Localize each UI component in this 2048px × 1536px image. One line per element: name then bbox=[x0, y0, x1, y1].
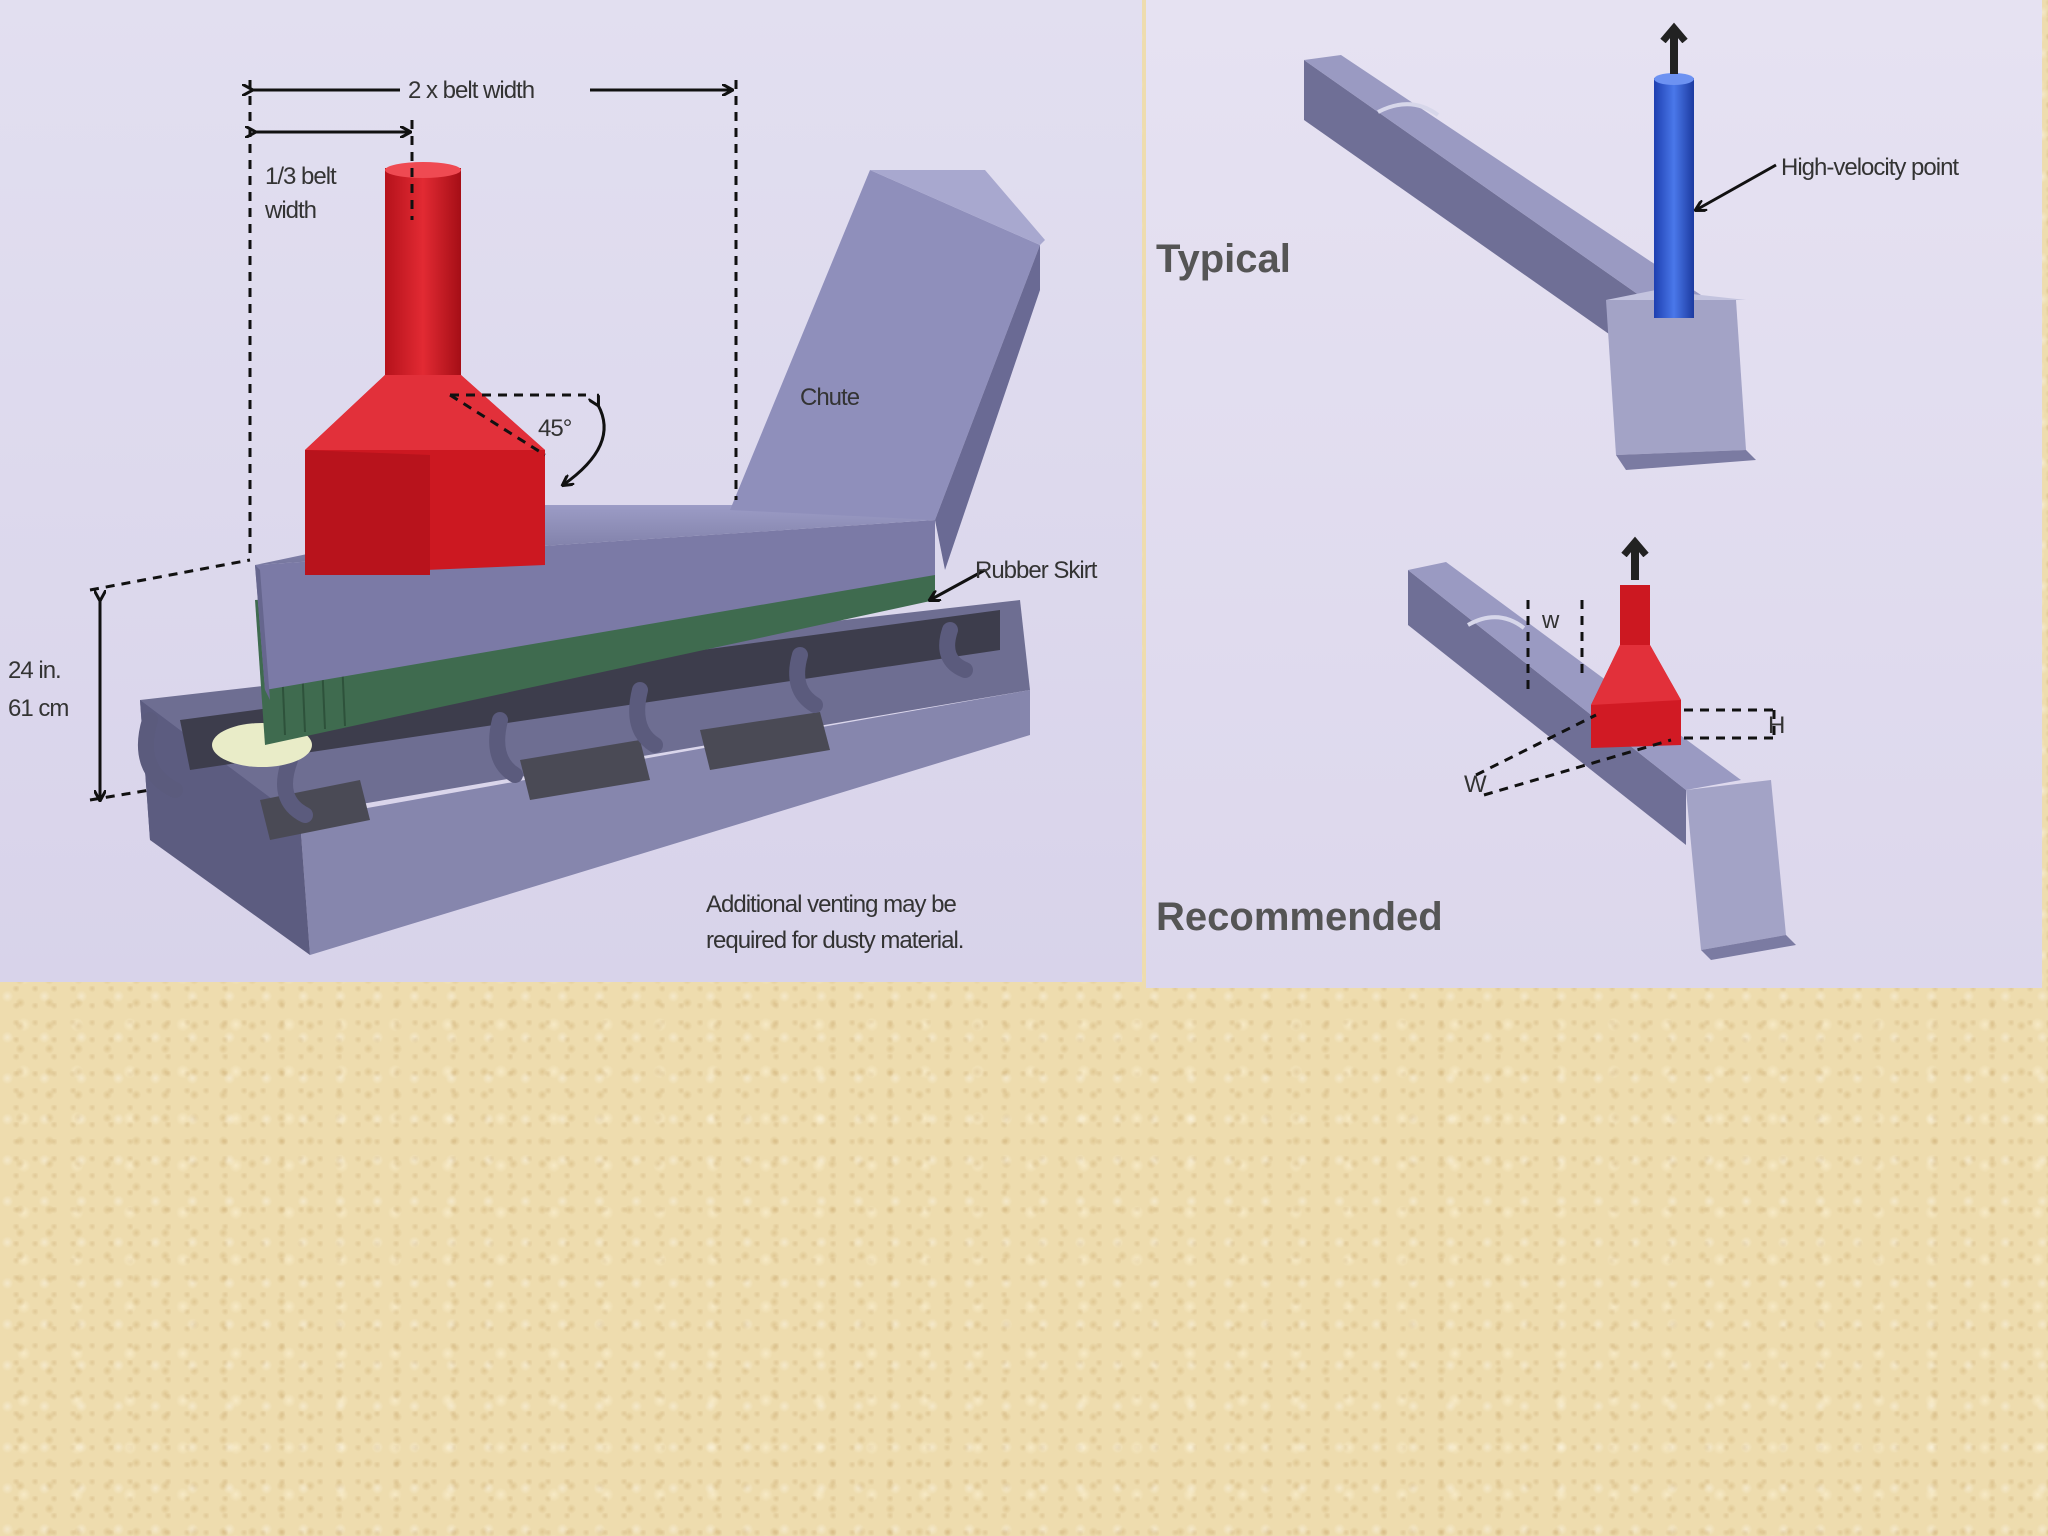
belt-width-2x-label: 2 x belt width bbox=[408, 77, 534, 104]
w-upper-label: w bbox=[1541, 607, 1560, 634]
recommended-conveyor bbox=[1408, 562, 1796, 960]
high-velocity-pointer bbox=[1696, 163, 1777, 210]
height-label-cm: 61 cm bbox=[8, 695, 68, 722]
conveyor-hood-svg: 2 x belt width 1/3 belt width 45° Chute … bbox=[8, 77, 1099, 955]
recommended-label: Recommended bbox=[1156, 895, 1443, 939]
exhaust-hood-red bbox=[305, 162, 545, 575]
typical-stack-blue bbox=[1654, 73, 1694, 318]
w-lower-label: W bbox=[1464, 771, 1487, 798]
pickup-placement-diagram: Typical Recommended High-velocity point … bbox=[1146, 0, 2042, 988]
recommended-dim-guides bbox=[1475, 600, 1776, 797]
idler-rollers bbox=[137, 622, 973, 823]
belt-third-label-1: 1/3 belt bbox=[265, 163, 337, 190]
belt-third-label-2: width bbox=[264, 197, 316, 224]
height-label-in: 24 in. bbox=[8, 657, 61, 684]
typical-label: Typical bbox=[1156, 237, 1291, 281]
rubber-skirt-label: Rubber Skirt bbox=[975, 557, 1098, 584]
recommended-hood-red bbox=[1591, 585, 1681, 748]
conveyor-hood-diagram: 2 x belt width 1/3 belt width 45° Chute … bbox=[0, 0, 1142, 982]
venting-note-line1: Additional venting may be bbox=[706, 891, 956, 918]
dimension-lines bbox=[100, 90, 986, 800]
conveyor-frame bbox=[140, 600, 1030, 955]
angle-label: 45° bbox=[538, 415, 572, 442]
chute-label: Chute bbox=[800, 384, 860, 411]
chute-box bbox=[255, 170, 1045, 700]
venting-note-line2: required for dusty material. bbox=[706, 927, 963, 954]
pickup-placement-svg: Typical Recommended High-velocity point … bbox=[1156, 0, 1960, 960]
high-velocity-label: High-velocity point bbox=[1781, 154, 1959, 181]
h-label: H bbox=[1768, 712, 1784, 739]
dashed-guides bbox=[89, 80, 738, 802]
